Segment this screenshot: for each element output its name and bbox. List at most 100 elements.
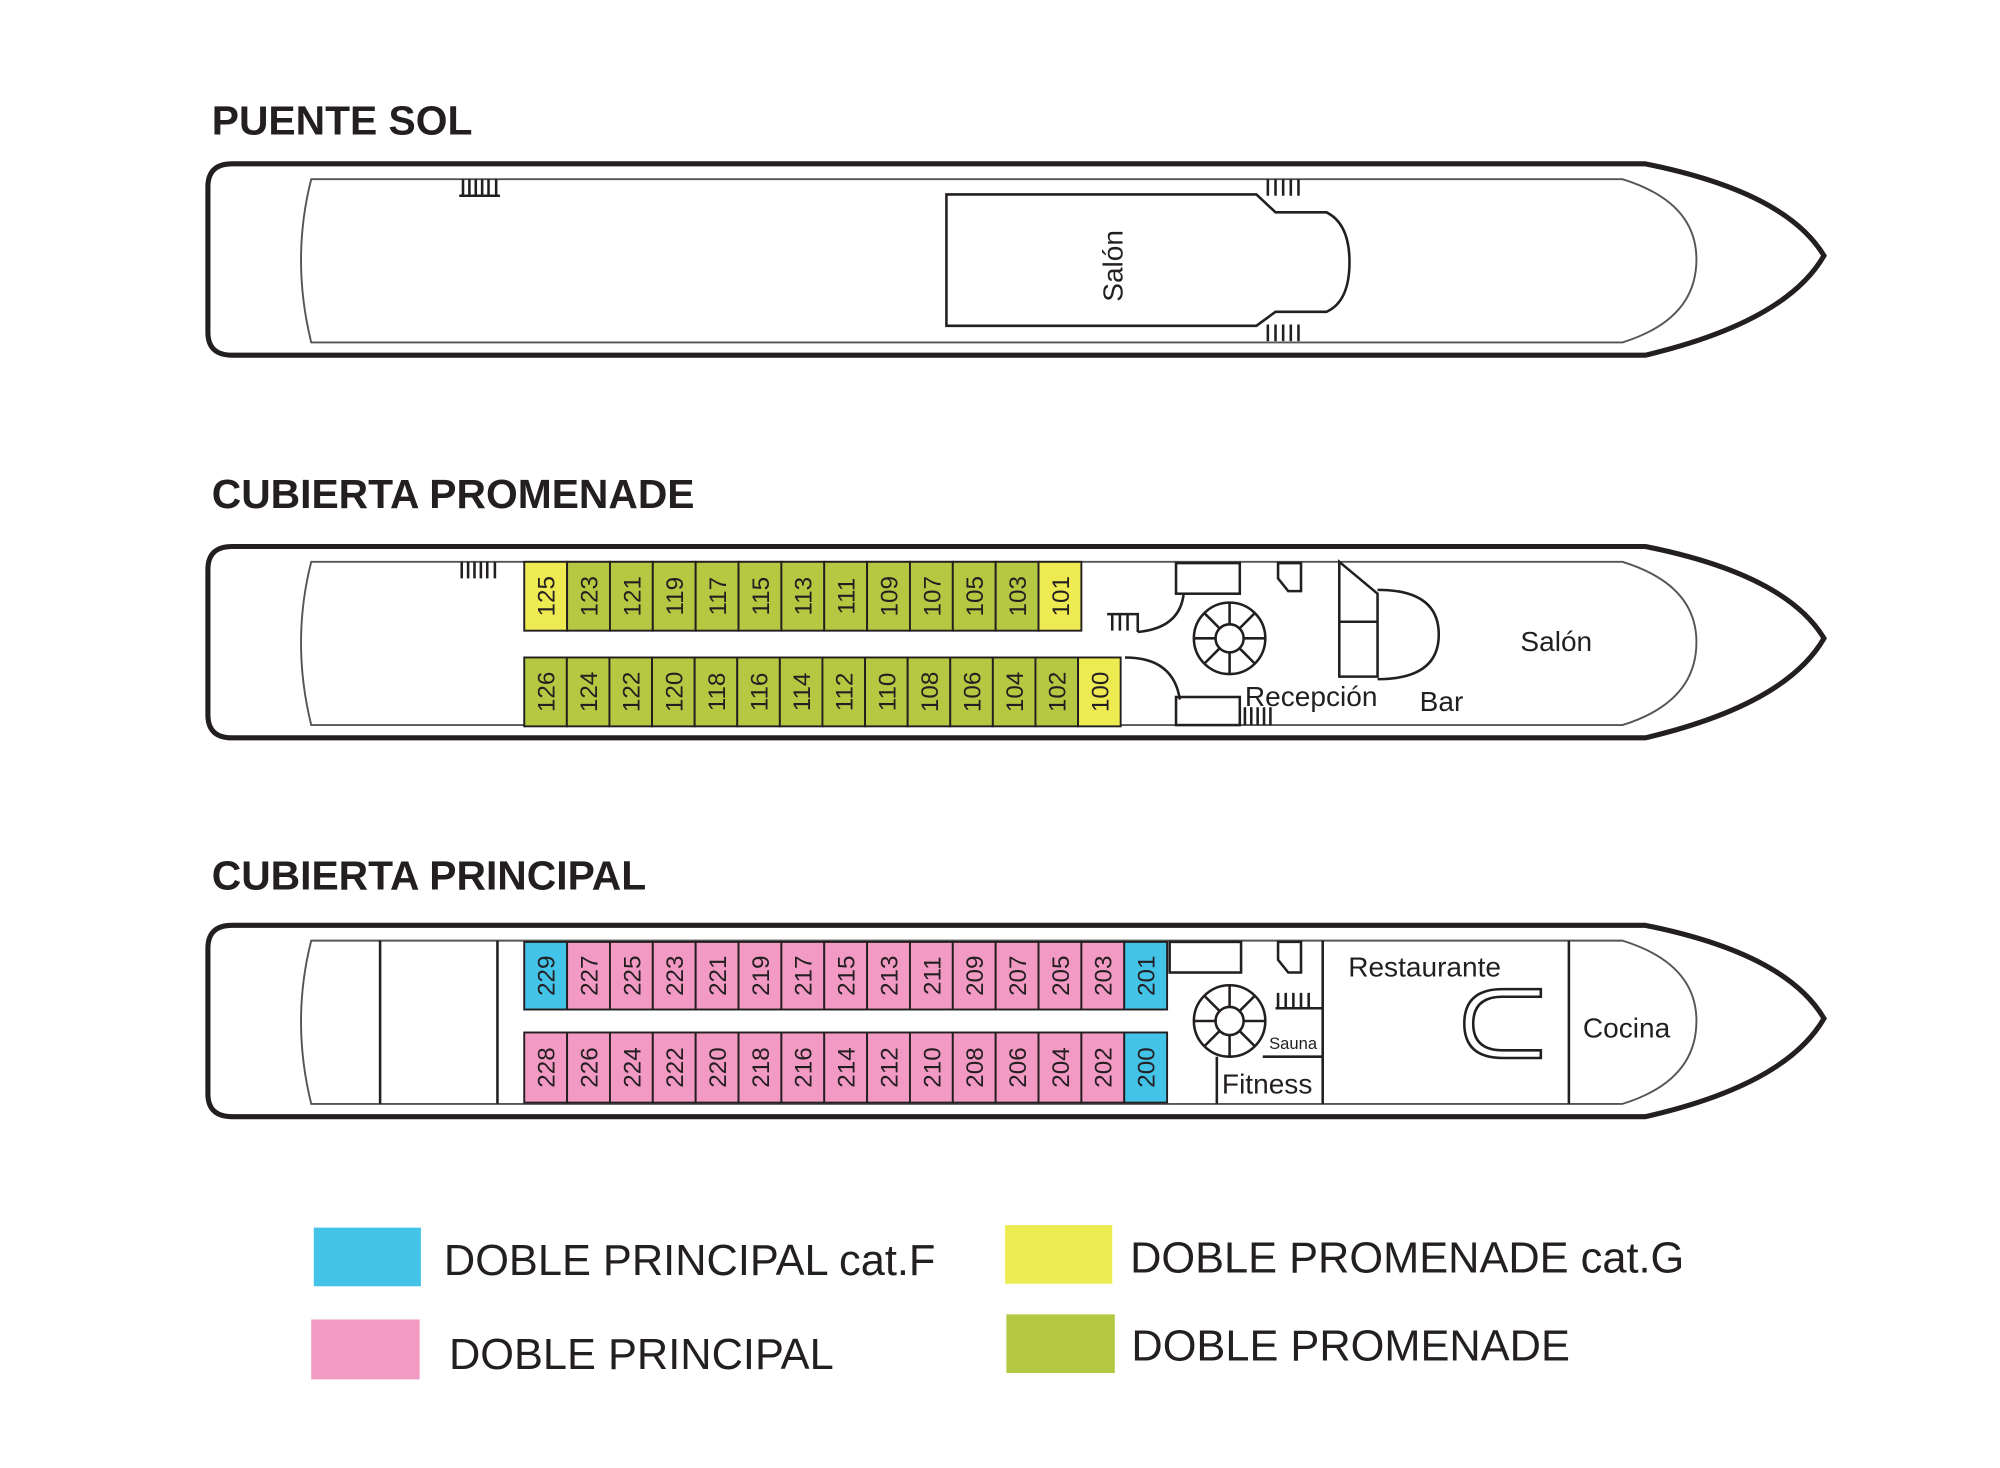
- cabin-103[interactable]: 103: [994, 560, 1040, 632]
- cabin-box[interactable]: [991, 656, 1037, 728]
- cabin-115[interactable]: 115: [737, 560, 783, 632]
- cabin-box[interactable]: [908, 1031, 954, 1104]
- cabin-box[interactable]: [694, 940, 740, 1011]
- cabin-box[interactable]: [566, 940, 611, 1011]
- cabin-box[interactable]: [780, 560, 826, 632]
- cabin-number: 201: [1134, 955, 1161, 995]
- cabin-121[interactable]: 121: [608, 560, 654, 632]
- cabin-box[interactable]: [651, 656, 696, 728]
- cabin-box[interactable]: [1080, 1031, 1126, 1104]
- cabin-215[interactable]: 215: [823, 940, 869, 1011]
- cabin-126[interactable]: 126: [523, 656, 568, 728]
- cabin-box[interactable]: [1037, 560, 1083, 632]
- cabin-box[interactable]: [1123, 940, 1169, 1011]
- cabin-106[interactable]: 106: [949, 656, 994, 728]
- cabin-box[interactable]: [737, 560, 783, 632]
- cabin-211[interactable]: 211: [908, 940, 954, 1011]
- cabin-box[interactable]: [566, 1031, 611, 1104]
- cabin-107[interactable]: 107: [908, 560, 954, 632]
- cabin-204[interactable]: 204: [1037, 1031, 1083, 1104]
- cabin-box[interactable]: [1037, 1031, 1083, 1104]
- cabin-box[interactable]: [866, 940, 911, 1011]
- cabin-122[interactable]: 122: [608, 656, 653, 728]
- cabin-box[interactable]: [908, 940, 954, 1011]
- cabin-box[interactable]: [866, 560, 911, 632]
- cabin-228[interactable]: 228: [523, 1031, 569, 1104]
- cabin-box[interactable]: [994, 1031, 1040, 1104]
- cabin-box[interactable]: [523, 560, 569, 632]
- cabin-box[interactable]: [651, 940, 697, 1011]
- cabin-box[interactable]: [823, 940, 869, 1011]
- cabin-number: 228: [534, 1047, 561, 1087]
- cabin-box[interactable]: [608, 656, 653, 728]
- cabin-124[interactable]: 124: [565, 656, 611, 728]
- cabin-212[interactable]: 212: [866, 1031, 911, 1104]
- cabin-216[interactable]: 216: [780, 1031, 826, 1104]
- cabin-208[interactable]: 208: [951, 1031, 997, 1104]
- cabin-218[interactable]: 218: [737, 1031, 783, 1104]
- cabin-219[interactable]: 219: [737, 940, 783, 1011]
- cabin-222[interactable]: 222: [651, 1031, 697, 1104]
- cabin-119[interactable]: 119: [651, 560, 697, 632]
- cabin-111[interactable]: 111: [823, 560, 869, 632]
- cabin-box[interactable]: [951, 940, 997, 1011]
- cabin-114[interactable]: 114: [778, 656, 824, 728]
- cabin-box[interactable]: [608, 940, 654, 1011]
- cabin-104[interactable]: 104: [991, 656, 1037, 728]
- cabin-116[interactable]: 116: [736, 656, 781, 728]
- cabin-207[interactable]: 207: [994, 940, 1040, 1011]
- cabin-203[interactable]: 203: [1080, 940, 1126, 1011]
- cabin-205[interactable]: 205: [1037, 940, 1083, 1011]
- cabin-220[interactable]: 220: [694, 1031, 740, 1104]
- cabin-229[interactable]: 229: [523, 940, 569, 1011]
- cabin-box[interactable]: [608, 1031, 654, 1104]
- cabin-box[interactable]: [951, 1031, 997, 1104]
- cabin-118[interactable]: 118: [693, 656, 739, 728]
- cabin-226[interactable]: 226: [566, 1031, 611, 1104]
- cabin-box[interactable]: [565, 656, 611, 728]
- cabin-214[interactable]: 214: [823, 1031, 869, 1104]
- cabin-101[interactable]: 101: [1037, 560, 1083, 632]
- cabin-box[interactable]: [1123, 1031, 1169, 1104]
- cabin-box[interactable]: [823, 1031, 869, 1104]
- cabin-box[interactable]: [1077, 656, 1122, 728]
- cabin-109[interactable]: 109: [866, 560, 911, 632]
- cabin-100[interactable]: 100: [1077, 656, 1122, 728]
- cabin-box[interactable]: [866, 1031, 911, 1104]
- cabin-112[interactable]: 112: [821, 656, 867, 728]
- cabin-221[interactable]: 221: [694, 940, 740, 1011]
- cabin-102[interactable]: 102: [1034, 656, 1080, 728]
- cabin-120[interactable]: 120: [651, 656, 696, 728]
- cabin-box[interactable]: [694, 1031, 740, 1104]
- cabin-224[interactable]: 224: [608, 1031, 654, 1104]
- cabin-227[interactable]: 227: [566, 940, 611, 1011]
- cabin-209[interactable]: 209: [951, 940, 997, 1011]
- cabin-box[interactable]: [908, 560, 954, 632]
- cabin-box[interactable]: [737, 940, 783, 1011]
- cabin-206[interactable]: 206: [994, 1031, 1040, 1104]
- cabin-202[interactable]: 202: [1080, 1031, 1126, 1104]
- cabin-box[interactable]: [780, 940, 826, 1011]
- cabin-box[interactable]: [523, 656, 568, 728]
- cabin-123[interactable]: 123: [566, 560, 611, 632]
- cabin-117[interactable]: 117: [694, 560, 740, 632]
- cabin-201[interactable]: 201: [1123, 940, 1169, 1011]
- cabin-box[interactable]: [780, 1031, 826, 1104]
- cabin-108[interactable]: 108: [906, 656, 952, 728]
- cabin-125[interactable]: 125: [523, 560, 569, 632]
- cabin-210[interactable]: 210: [908, 1031, 954, 1104]
- cabin-223[interactable]: 223: [651, 940, 697, 1011]
- cabin-200[interactable]: 200: [1123, 1031, 1169, 1104]
- cabin-110[interactable]: 110: [864, 656, 909, 728]
- cabin-box[interactable]: [737, 1031, 783, 1104]
- cabin-box[interactable]: [694, 560, 740, 632]
- cabin-box[interactable]: [951, 560, 997, 632]
- cabin-217[interactable]: 217: [780, 940, 826, 1011]
- cabin-113[interactable]: 113: [780, 560, 826, 632]
- cabin-box[interactable]: [994, 560, 1040, 632]
- cabin-225[interactable]: 225: [608, 940, 654, 1011]
- cabin-box[interactable]: [651, 1031, 697, 1104]
- cabin-213[interactable]: 213: [866, 940, 911, 1011]
- cabin-105[interactable]: 105: [951, 560, 997, 632]
- cabin-box[interactable]: [736, 656, 781, 728]
